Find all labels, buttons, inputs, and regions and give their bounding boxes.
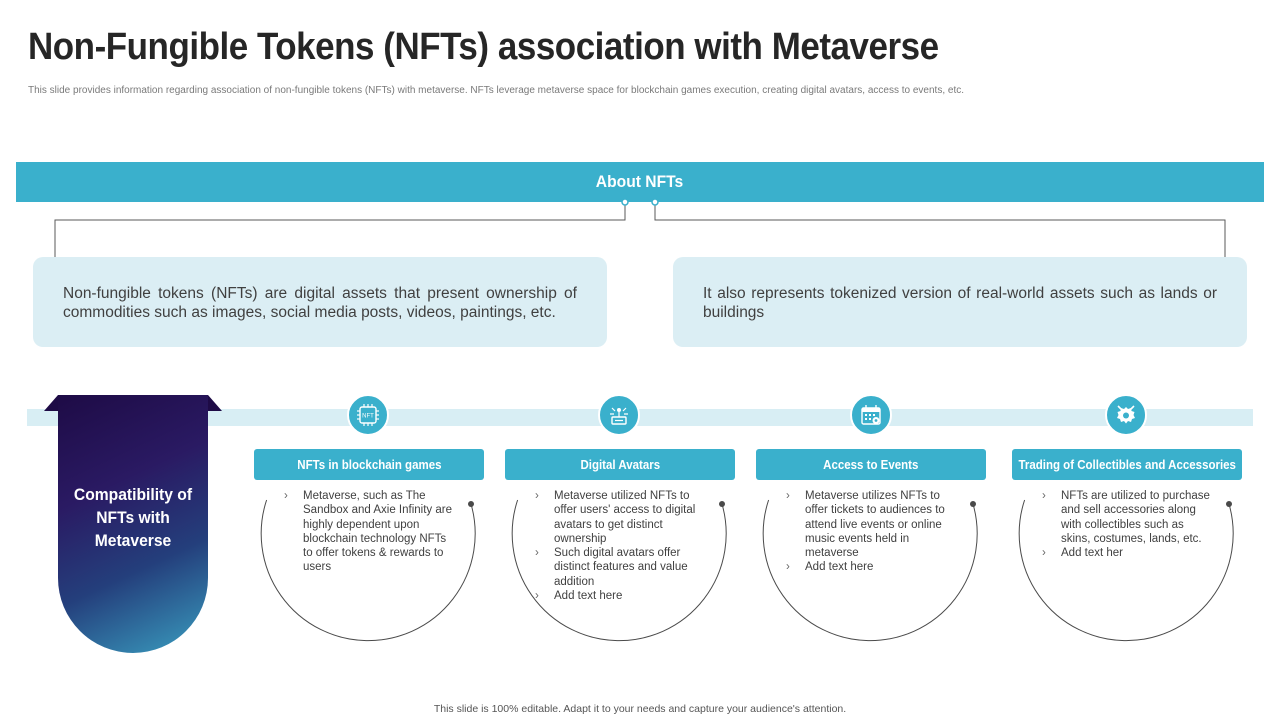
- compatibility-panel: Compatibility of NFTs with Metaverse: [58, 395, 208, 653]
- timeline-bar: [27, 409, 1253, 426]
- list-item: Metaverse utilizes NFTs to offer tickets…: [786, 489, 964, 560]
- card-outline-dot-4: [1226, 501, 1232, 507]
- about-left-box: Non-fungible tokens (NFTs) are digital a…: [33, 257, 607, 347]
- card-list-blockchain-games: Metaverse, such as The Sandbox and Axie …: [284, 489, 456, 575]
- card-list-digital-avatars: Metaverse utilized NFTs to offer users' …: [535, 489, 715, 604]
- about-nfts-banner: About NFTs: [16, 162, 1264, 202]
- footer-note: This slide is 100% editable. Adapt it to…: [433, 703, 847, 715]
- card-outline-dot-1: [468, 501, 474, 507]
- left-connector: [54, 204, 626, 260]
- right-connector: [654, 204, 1226, 260]
- card-header-collectibles: Trading of Collectibles and Accessories: [1012, 449, 1242, 480]
- list-item: NFTs are utilized to purchase and sell a…: [1042, 489, 1214, 546]
- list-item: Add text here: [786, 560, 964, 575]
- avatar-icon: [598, 394, 640, 436]
- card-header-blockchain-games: NFTs in blockchain games: [254, 449, 484, 480]
- card-list-collectibles: NFTs are utilized to purchase and sell a…: [1042, 489, 1214, 561]
- list-item: Metaverse, such as The Sandbox and Axie …: [284, 489, 456, 575]
- page-title: Non-Fungible Tokens (NFTs) association w…: [28, 26, 939, 68]
- card-list-access-events: Metaverse utilizes NFTs to offer tickets…: [786, 489, 964, 575]
- svg-text:NFT: NFT: [362, 414, 374, 420]
- card-outline-dot-3: [970, 501, 976, 507]
- list-item: Add text her: [1042, 546, 1214, 561]
- compatibility-label: Compatibility of NFTs with Metaverse: [73, 484, 193, 550]
- card-header-access-events: Access to Events: [756, 449, 986, 480]
- list-item: Such digital avatars offer distinct feat…: [535, 546, 715, 589]
- list-item: Add text here: [535, 589, 715, 604]
- collectibles-gear-icon: [1105, 394, 1147, 436]
- nft-chip-icon: NFT: [347, 394, 389, 436]
- about-nfts-label: About NFTs: [596, 172, 684, 191]
- card-outline-dot-2: [719, 501, 725, 507]
- list-item: Metaverse utilized NFTs to offer users' …: [535, 489, 715, 546]
- calendar-icon: [850, 394, 892, 436]
- card-header-digital-avatars: Digital Avatars: [505, 449, 735, 480]
- page-subtitle: This slide provides information regardin…: [28, 85, 965, 96]
- about-right-box: It also represents tokenized version of …: [673, 257, 1247, 347]
